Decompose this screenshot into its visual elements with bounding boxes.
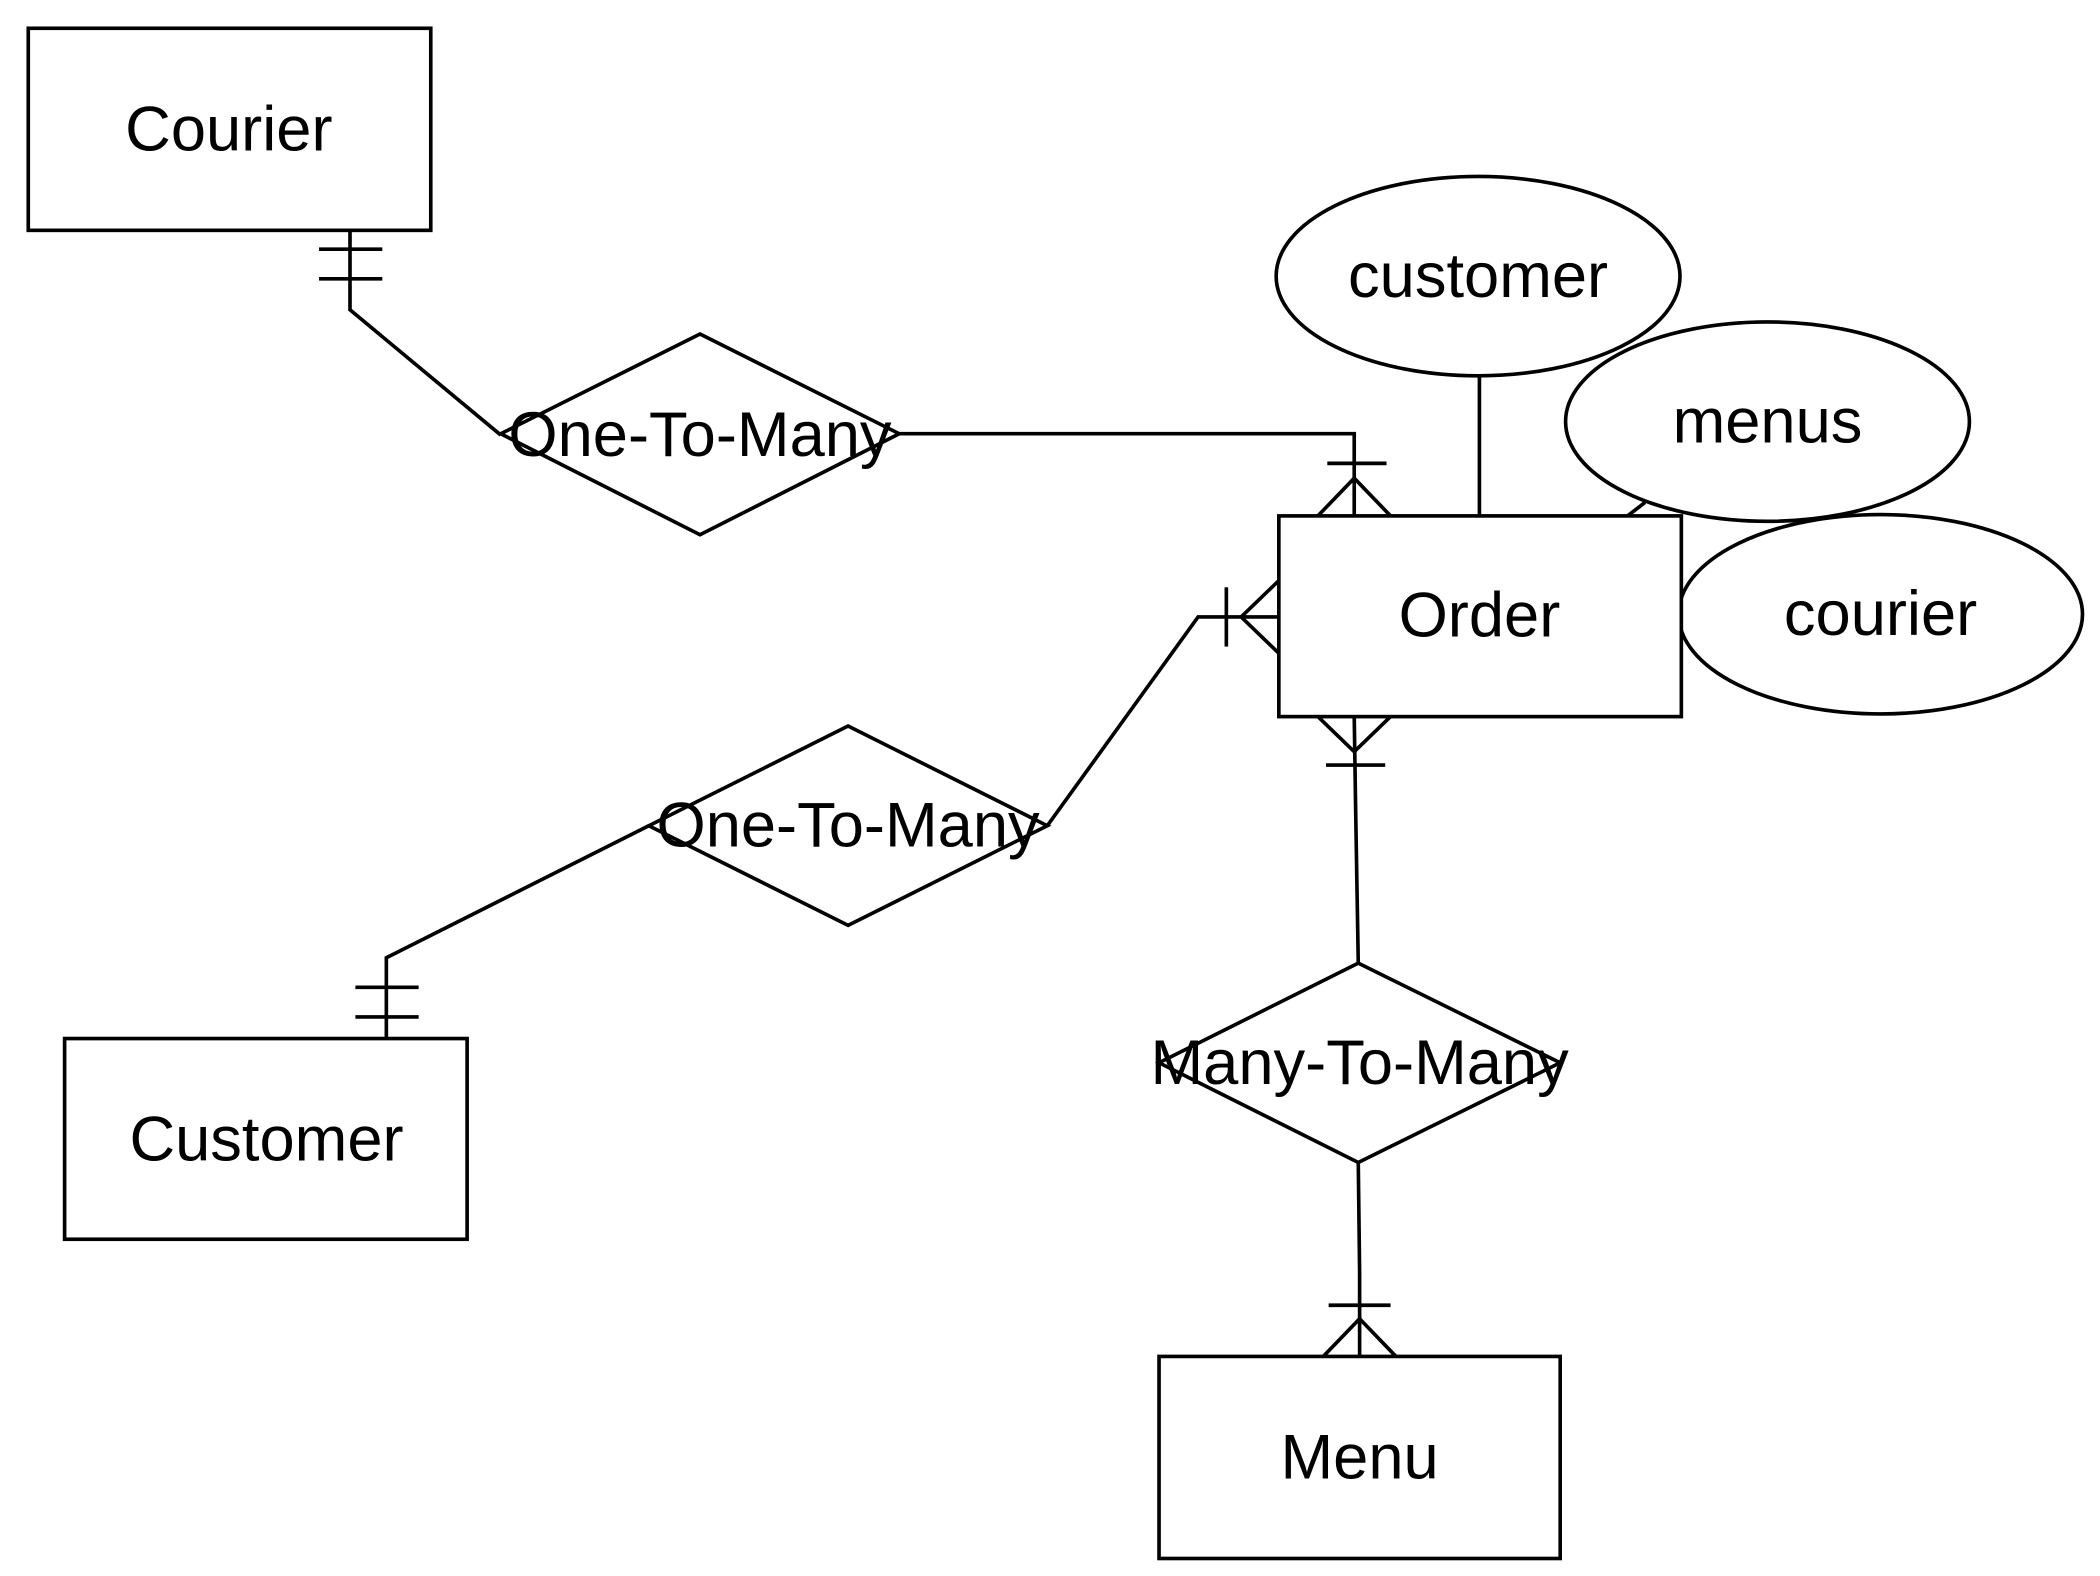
cardinality-many-order-bottom — [1316, 715, 1392, 767]
relationship-customer-order-label: One-To-Many — [657, 791, 1040, 861]
cardinality-one-customer — [355, 985, 419, 1019]
entity-customer: Customer — [62, 1036, 469, 1242]
connector-relationship-to-menu — [1356, 1162, 1362, 1357]
cardinality-many-order-left — [1224, 579, 1281, 655]
connector-courier-to-relationship — [348, 230, 502, 437]
entity-menu: Menu — [1157, 1354, 1563, 1561]
relationship-customer-order: One-To-Many — [644, 724, 1052, 928]
connector-order-to-relationship — [1352, 716, 1361, 964]
entity-courier-label: Courier — [125, 94, 332, 164]
entity-customer-label: Customer — [129, 1105, 403, 1175]
attribute-menus: menus — [1563, 320, 1972, 524]
connectors — [348, 230, 1647, 1357]
cardinality-one-courier — [319, 247, 383, 281]
relationship-order-menu-label: Many-To-Many — [1150, 1028, 1569, 1098]
attribute-courier: courier — [1676, 512, 2085, 716]
attribute-courier-label: courier — [1784, 579, 1977, 649]
cardinality-many-menu — [1321, 1303, 1398, 1358]
entity-order: Order — [1277, 514, 1684, 719]
entity-order-label: Order — [1399, 581, 1561, 651]
cardinality-marks — [319, 247, 1398, 1358]
cardinality-many-order-top — [1316, 461, 1392, 518]
connector-relationship-to-order-left — [1045, 615, 1279, 827]
relationship-order-menu: Many-To-Many — [1150, 961, 1569, 1165]
entity-courier: Courier — [26, 26, 433, 233]
attribute-link-menus — [1626, 500, 1647, 518]
relationship-courier-order: One-To-Many — [496, 332, 904, 537]
attribute-customer: customer — [1274, 174, 1682, 378]
connector-customer-to-relationship — [384, 824, 650, 1039]
attribute-customer-label: customer — [1348, 241, 1608, 311]
relationship-courier-order-label: One-To-Many — [508, 400, 891, 470]
attribute-menus-label: menus — [1673, 387, 1863, 457]
entity-menu-label: Menu — [1281, 1422, 1439, 1492]
connector-relationship-to-order-top — [899, 431, 1357, 516]
